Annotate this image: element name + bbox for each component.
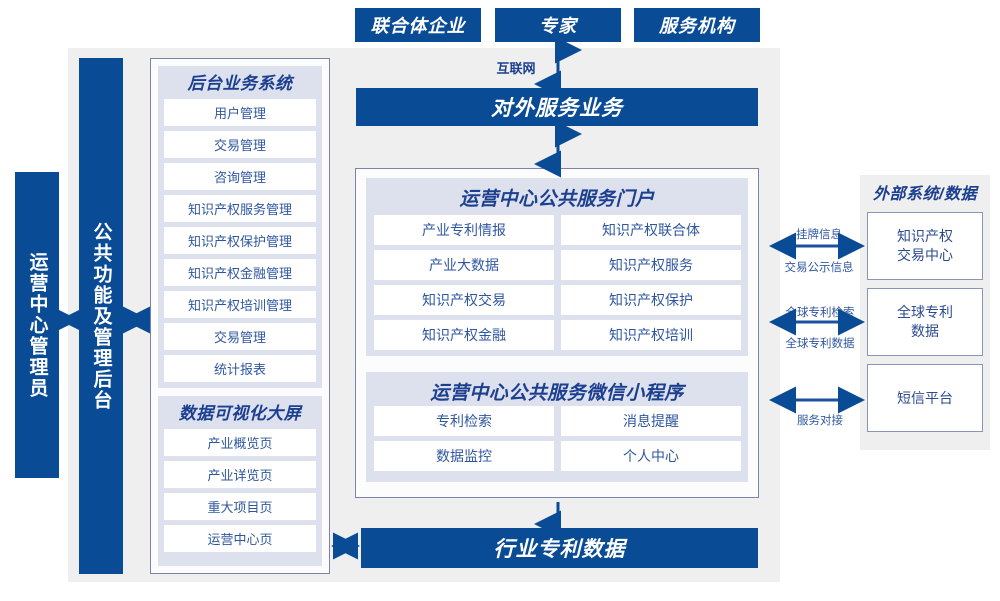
backend-item[interactable]: 用户管理 xyxy=(164,99,316,126)
visualization-item[interactable]: 运营中心页 xyxy=(164,525,316,552)
portal-item[interactable]: 知识产权联合体 xyxy=(561,215,741,245)
external-connector-label-below: 交易公示信息 xyxy=(784,262,854,274)
miniprogram-item[interactable]: 消息提醒 xyxy=(561,406,741,436)
internet-label: 互联网 xyxy=(496,61,536,76)
admin-label: 运营中心管理员 xyxy=(26,251,48,399)
backend-item[interactable]: 交易管理 xyxy=(164,323,316,350)
external-connector-label-above: 全球专利检索 xyxy=(785,307,855,319)
external-item-sms-platform[interactable]: 短信平台 xyxy=(867,364,983,432)
external-item-line1: 短信平台 xyxy=(897,389,953,406)
common-backend-label: 公共功能及管理后台 xyxy=(90,221,112,411)
miniprogram-item[interactable]: 个人中心 xyxy=(561,441,741,471)
external-item-global-patent[interactable]: 全球专利 数据 xyxy=(867,288,983,356)
visualization-item[interactable]: 重大项目页 xyxy=(164,493,316,520)
admin-vertical-bar: 运营中心管理员 xyxy=(15,172,59,478)
backend-item[interactable]: 交易管理 xyxy=(164,131,316,158)
external-connector-label-below: 全球专利数据 xyxy=(785,338,855,350)
external-item-line2: 交易中心 xyxy=(897,247,953,263)
portal-item[interactable]: 知识产权服务 xyxy=(561,250,741,280)
backend-panel-title: 后台业务系统 xyxy=(187,73,293,93)
miniprogram-item[interactable]: 数据监控 xyxy=(374,441,554,471)
backend-item[interactable]: 知识产权服务管理 xyxy=(164,195,316,222)
miniprogram-panel-title: 运营中心公共服务微信小程序 xyxy=(430,382,684,404)
visualization-item[interactable]: 产业详览页 xyxy=(164,461,316,488)
portal-item[interactable]: 知识产权金融 xyxy=(374,320,554,350)
portal-item[interactable]: 知识产权培训 xyxy=(561,320,741,350)
external-item-line2: 数据 xyxy=(911,323,939,339)
visualization-panel-title: 数据可视化大屏 xyxy=(178,403,302,423)
backend-item[interactable]: 统计报表 xyxy=(164,355,316,382)
common-backend-vertical-bar: 公共功能及管理后台 xyxy=(79,58,123,574)
external-panel-title: 外部系统/数据 xyxy=(873,186,977,203)
top-actor-box-1: 专家 xyxy=(495,8,621,42)
external-item-ip-exchange[interactable]: 知识产权 交易中心 xyxy=(867,212,983,280)
backend-item[interactable]: 知识产权保护管理 xyxy=(164,227,316,254)
industry-data-label: 行业专利数据 xyxy=(493,538,626,561)
portal-item[interactable]: 知识产权交易 xyxy=(374,285,554,315)
external-service-bar: 对外服务业务 xyxy=(356,88,758,126)
backend-item[interactable]: 知识产权培训管理 xyxy=(164,291,316,318)
top-actor-label: 服务机构 xyxy=(659,16,735,36)
backend-item[interactable]: 知识产权金融管理 xyxy=(164,259,316,286)
backend-item[interactable]: 咨询管理 xyxy=(164,163,316,190)
external-connector-label-above: 挂牌信息 xyxy=(796,229,842,241)
top-actor-box-0: 联合体企业 xyxy=(355,8,481,42)
miniprogram-item[interactable]: 专利检索 xyxy=(374,406,554,436)
portal-item[interactable]: 知识产权保护 xyxy=(561,285,741,315)
external-connector-label-below: 服务对接 xyxy=(797,415,843,427)
top-actor-label: 联合体企业 xyxy=(370,16,466,36)
top-actor-box-2: 服务机构 xyxy=(634,8,760,42)
visualization-item[interactable]: 产业概览页 xyxy=(164,429,316,456)
industry-data-bar: 行业专利数据 xyxy=(361,528,758,568)
top-actor-label: 专家 xyxy=(539,16,577,36)
portal-item[interactable]: 产业专利情报 xyxy=(374,215,554,245)
external-item-line1: 知识产权 xyxy=(897,228,953,245)
external-item-line1: 全球专利 xyxy=(897,304,953,321)
portal-panel-title: 运营中心公共服务门户 xyxy=(459,188,655,210)
external-service-label: 对外服务业务 xyxy=(491,97,623,120)
portal-item[interactable]: 产业大数据 xyxy=(374,250,554,280)
